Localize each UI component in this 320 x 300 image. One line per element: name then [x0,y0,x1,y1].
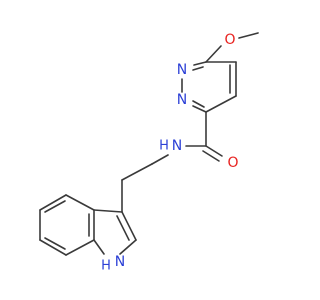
amide-hydrogen-label: H [159,139,169,154]
methoxy-oxygen-label: O [224,32,235,48]
bond-carbonyl-oxygen-double [202,150,220,162]
molecule-canvas: O N N O N H N H [39,32,259,274]
bond-n2-c3 [192,105,207,113]
amide-nitrogen-label: N [172,138,182,154]
bond-c6-n1 [193,61,207,66]
bond-oxygen-c6 [205,45,222,63]
bond-c7-c7a [65,239,95,256]
carbonyl-oxygen-label: O [227,155,238,171]
bond-c3-c4 [205,95,237,113]
molecule-structure: O N N O N H N H [39,32,259,274]
bond-c2-n1 [119,239,137,255]
bond-c4-c5-double [44,200,66,213]
pyridazine-n1-label: N [177,62,187,78]
bond-n1-c7a [93,239,105,255]
atom-labels: O N N O N H N H [101,32,238,274]
bond-c3-c2 [121,211,137,241]
bond-c6-c7 [39,239,67,256]
indole-nitrogen-label: N [115,254,125,270]
pyridazine-n2-label: N [177,92,187,108]
bond-carbonyl-oxygen [205,145,223,157]
bonds [39,32,259,256]
indole-hydrogen-label: H [101,259,111,274]
bond-methyl-oxygen [238,32,259,39]
bond-c6-c7-double [44,237,66,250]
bond-c4-c5 [39,194,67,211]
bond-n2-c3-double [192,100,205,108]
bond-c3a-c3 [93,209,123,213]
bond-c6-n1-double [192,66,204,71]
bond-amide-n-ch2 [151,154,169,165]
bond-c3-c2-double [116,215,130,241]
bond-ch2-ch2 [121,163,153,181]
bond-c3a-c4 [65,194,95,211]
